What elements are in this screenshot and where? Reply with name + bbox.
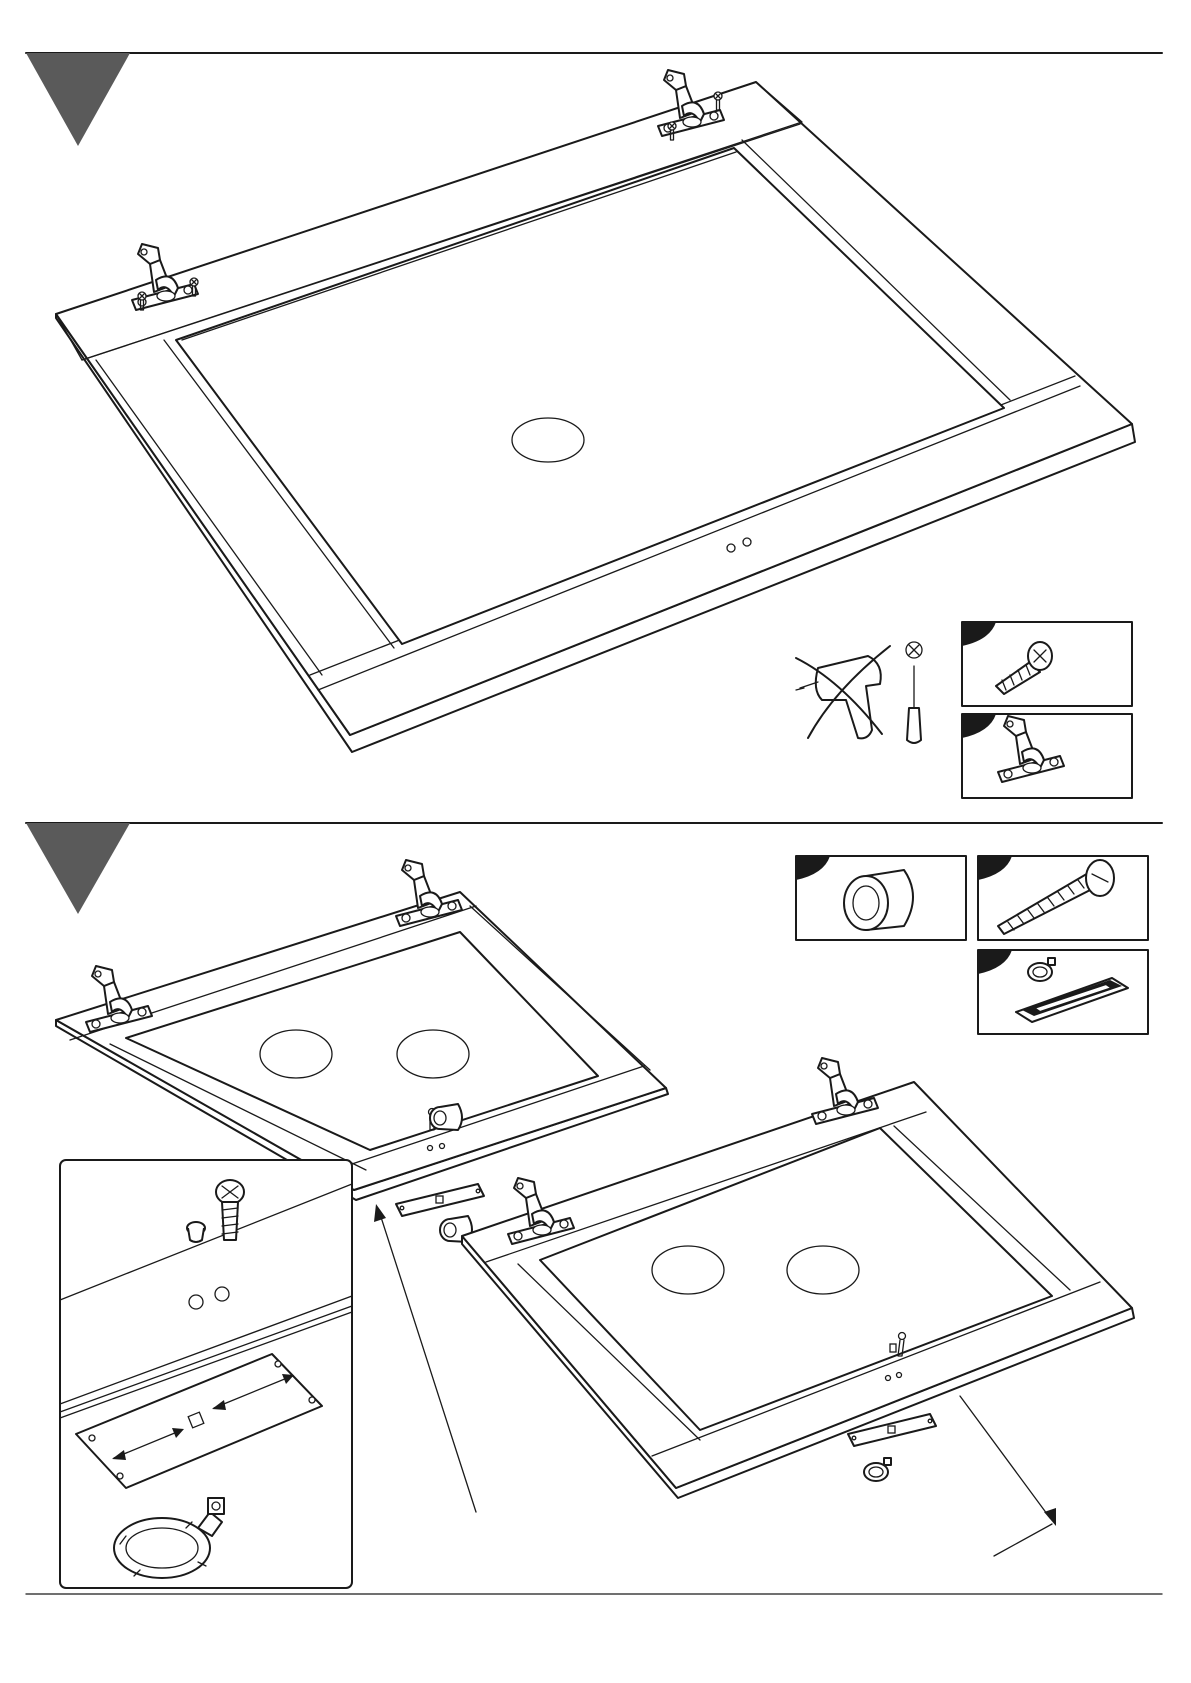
step-2 [26, 823, 1162, 1588]
arrow-icon [960, 1396, 1056, 1556]
cabinet-door-left [56, 892, 668, 1200]
parts-box-screws [962, 622, 1132, 706]
arrow-icon [374, 1204, 476, 1512]
no-power-drill-icon [796, 646, 890, 738]
grommet-icon [187, 1222, 205, 1242]
step-2-marker [26, 823, 130, 914]
screwdriver-icon [906, 642, 922, 743]
parts-box-connector [978, 950, 1148, 1034]
step-1 [26, 53, 1162, 798]
parts-box-bolt [978, 856, 1148, 940]
step-1-marker [26, 53, 130, 146]
detail-inset [60, 1160, 352, 1588]
grommet-icon [844, 870, 913, 930]
connector-plate-icon [396, 1184, 484, 1216]
ring-icon [864, 1458, 891, 1481]
cabinet-door-right [462, 1082, 1134, 1498]
parts-box-hinge [962, 714, 1132, 798]
parts-box-grommet [796, 856, 966, 940]
grommet-icon [430, 1104, 462, 1130]
